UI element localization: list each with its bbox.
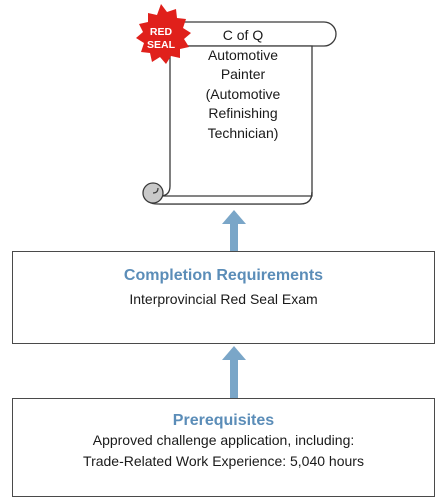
- certificate-text: C of Q Automotive Painter (Automotive Re…: [183, 26, 303, 144]
- seal-label: RED SEAL: [136, 26, 186, 52]
- certificate-line: Automotive: [207, 46, 279, 63]
- certificate-line: (Automotive: [205, 85, 281, 102]
- red-seal-icon: [136, 4, 191, 64]
- arrow-up-icon: [222, 346, 246, 398]
- seal-line: RED: [149, 26, 173, 38]
- prerequisites-title: Prerequisites: [172, 412, 275, 429]
- completion-requirements-box: Completion Requirements Interprovincial …: [12, 251, 435, 344]
- certificate-scroll: [136, 4, 337, 205]
- certificate-line: Technician): [207, 124, 279, 141]
- arrow-up-icon: [222, 210, 246, 252]
- completion-title: Completion Requirements: [123, 267, 324, 284]
- certificate-line: Refinishing: [208, 105, 278, 122]
- certificate-line: C of Q: [222, 27, 264, 43]
- completion-line: Interprovincial Red Seal Exam: [129, 291, 318, 307]
- certificate-line: Painter: [220, 66, 266, 83]
- prerequisites-line: Trade-Related Work Experience: 5,040 hou…: [83, 453, 364, 469]
- prerequisites-line: Approved challenge application, includin…: [92, 432, 355, 448]
- prerequisites-box: Prerequisites Approved challenge applica…: [12, 398, 435, 497]
- seal-line: SEAL: [146, 39, 175, 51]
